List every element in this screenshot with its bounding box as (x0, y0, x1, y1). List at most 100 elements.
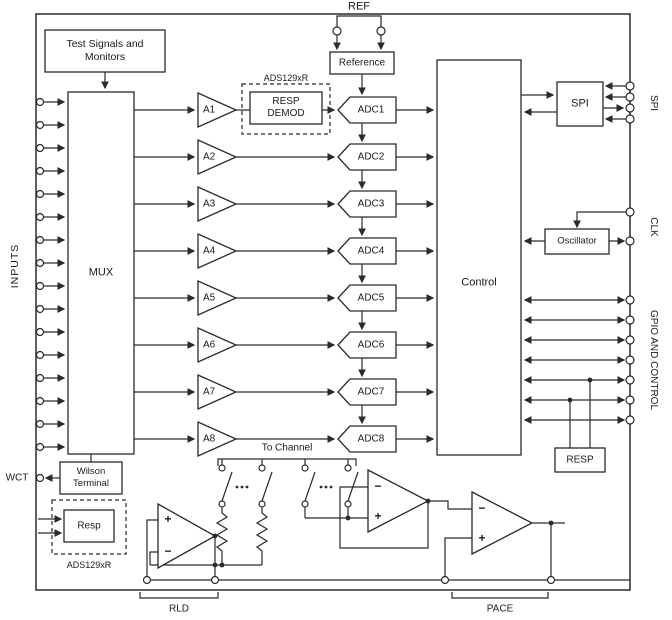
spi-side-label: SPI (647, 94, 659, 112)
resp-demod-line1: RESP (272, 95, 300, 107)
gpio-pin (625, 335, 635, 345)
ref-pin-label: REF (348, 0, 370, 13)
ads129xr-top-label: ADS129xR (263, 72, 309, 83)
input-pin (35, 212, 45, 222)
resp-demod-dashed-box (241, 83, 331, 135)
amp-a8-triangle (197, 420, 238, 458)
pace-opamp2-plus-sign: + (478, 531, 486, 546)
wct-pin-label: WCT (5, 472, 29, 484)
gpio-pin (625, 355, 635, 365)
amp-label-a8: A8 (203, 433, 216, 445)
amp-label-a1: A1 (203, 104, 216, 116)
pace-opamp-1 (367, 468, 430, 534)
switch-contact (218, 500, 226, 508)
wilson-line2: Terminal (73, 478, 109, 489)
gpio-pin (625, 395, 635, 405)
spi-group (521, 81, 635, 127)
wilson-terminal-label: Wilson Terminal (60, 462, 122, 494)
junction-dot (425, 498, 431, 504)
resp-bottom-dashed-box (51, 499, 127, 555)
switch-contact (301, 464, 309, 472)
oscillator-box (544, 228, 610, 255)
test-signals-line2: Monitors (84, 51, 126, 63)
gpio-side-label: GPIO AND CONTROL (647, 309, 659, 411)
gpio-pin (625, 375, 635, 385)
resp-right-group (554, 377, 606, 473)
spi-pin (625, 81, 635, 91)
test-signals-box-label: Test Signals and Monitors (45, 30, 165, 72)
resp-demod-line2: DEMOD (267, 108, 305, 119)
gpio-pin (625, 315, 635, 325)
input-pin (35, 97, 45, 107)
input-pin (35, 419, 45, 429)
resp-demod-box (249, 91, 323, 125)
adc-label-5: ADC5 (357, 292, 385, 304)
resp-demod-label: RESP DEMOD (250, 92, 322, 124)
junction-dot (219, 562, 225, 568)
input-pins-group (35, 97, 66, 452)
input-pin (35, 120, 45, 130)
junction-dot (212, 562, 218, 568)
to-channel-label: To Channel (261, 442, 313, 454)
input-pin (35, 350, 45, 360)
amplifier-triangles (197, 91, 238, 458)
pace-bracket (451, 592, 549, 599)
amp-a3-triangle (197, 185, 238, 223)
resp-bottom-label: Resp (77, 520, 101, 532)
adc-label-3: ADC3 (357, 198, 385, 210)
ref-pin-group (332, 15, 386, 51)
input-pin (35, 373, 45, 383)
switch-contact (258, 500, 266, 508)
junction-dot (587, 377, 593, 383)
rld-opamp-minus-sign: − (164, 544, 172, 559)
to-channel-bracket (217, 458, 357, 466)
junction-dot (567, 397, 573, 403)
adc-shapes (337, 96, 397, 453)
resp-right-box (554, 447, 606, 473)
junction-dot (345, 515, 351, 521)
adc-label-7: ADC7 (357, 386, 385, 398)
adc2-shape (337, 143, 397, 171)
amp-label-a5: A5 (203, 292, 216, 304)
adc4-shape (337, 237, 397, 265)
wilson-group (35, 454, 123, 495)
clk-group (523, 207, 635, 255)
switch-contact (344, 464, 352, 472)
adc-label-8: ADC8 (357, 433, 385, 445)
pace-opamp2-minus-sign: − (478, 501, 486, 516)
bus-node (210, 575, 220, 585)
test-signals-line1: Test Signals and (66, 37, 144, 50)
adc-label-1: ADC1 (357, 104, 385, 116)
adc7-shape (337, 378, 397, 406)
amp-a5-triangle (197, 279, 238, 317)
mux-box (67, 91, 135, 455)
adc-label-2: ADC2 (357, 151, 385, 163)
resp-right-label: RESP (566, 454, 594, 466)
input-pin (35, 396, 45, 406)
bus-node (440, 575, 450, 585)
wct-pin (35, 473, 45, 483)
clk-pin (625, 236, 635, 246)
pace-opamp1-minus-sign: − (374, 479, 382, 494)
rld-pace-circuit (139, 458, 630, 599)
resistor (215, 512, 229, 552)
gpio-pin (625, 415, 635, 425)
switch-contact (218, 464, 226, 472)
pace-opamp1-plus-sign: + (374, 509, 382, 524)
input-pin (35, 258, 45, 268)
clk-side-label: CLK (647, 217, 659, 237)
reference-box-label: Reference (338, 57, 386, 69)
amp-a6-triangle (197, 326, 238, 364)
pace-opamp-2 (471, 490, 534, 556)
control-box (436, 59, 522, 456)
bus-node (546, 575, 556, 585)
amp-label-a6: A6 (203, 339, 216, 351)
junction-dot (212, 533, 218, 539)
adc5-shape (337, 284, 397, 312)
ref-pin (376, 26, 386, 36)
rld-opamp-plus-sign: + (164, 512, 172, 527)
amp-label-a7: A7 (203, 386, 216, 398)
spi-box (556, 81, 604, 127)
spi-pin (625, 92, 635, 102)
